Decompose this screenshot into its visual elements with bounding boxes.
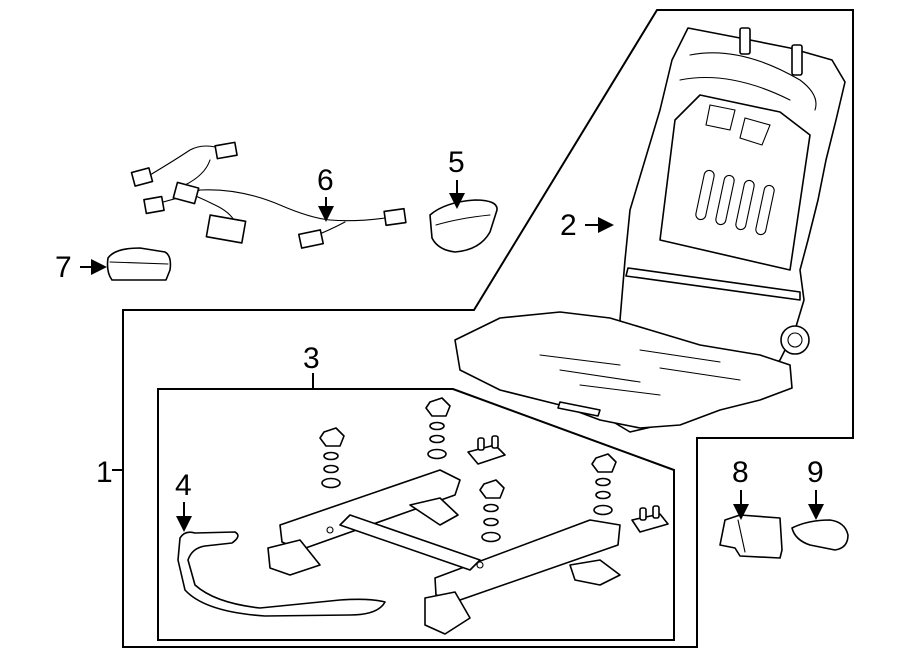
callout-8: 8	[732, 456, 749, 520]
control-module	[106, 247, 172, 281]
callout-2: 2	[560, 209, 614, 242]
trim-cover-part	[429, 199, 498, 253]
adjuster-bar	[177, 531, 386, 617]
callout-1: 1	[96, 456, 123, 489]
side-cover-part	[719, 514, 783, 559]
knob-cap-part	[791, 519, 849, 551]
fastener-stack-c	[479, 479, 505, 543]
svg-text:2: 2	[560, 209, 577, 242]
stud-plate-a	[467, 435, 506, 465]
assembly-outline	[122, 9, 854, 648]
svg-text:6: 6	[317, 164, 334, 197]
callout-5: 5	[448, 146, 465, 209]
svg-text:1: 1	[96, 456, 113, 489]
callout-4: 4	[175, 469, 192, 532]
svg-text:3: 3	[303, 342, 320, 375]
fastener-stack-d	[591, 453, 617, 516]
fastener-stack-a	[319, 427, 345, 489]
svg-text:4: 4	[175, 469, 192, 502]
svg-text:8: 8	[732, 456, 749, 489]
seat-track-assembly	[267, 397, 669, 635]
callout-7: 7	[55, 251, 107, 284]
callout-9: 9	[807, 456, 824, 520]
wiring-harness	[130, 141, 407, 249]
stud-plate-b	[631, 505, 669, 533]
track-assembly-outline	[157, 388, 675, 641]
callout-3: 3	[303, 342, 320, 389]
seat-frame	[454, 27, 846, 433]
svg-text:9: 9	[807, 456, 824, 489]
fastener-stack-b	[425, 397, 451, 460]
callout-6: 6	[317, 164, 334, 222]
svg-text:7: 7	[55, 251, 72, 284]
svg-text:5: 5	[448, 146, 465, 179]
